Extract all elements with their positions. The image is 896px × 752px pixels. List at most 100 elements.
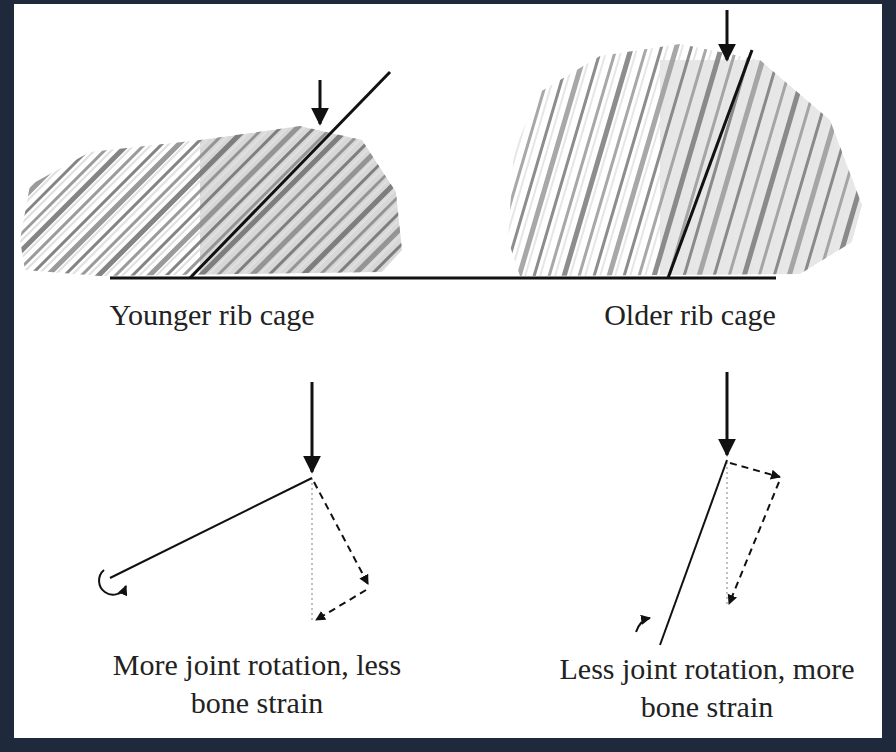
rib-highlight — [227, 110, 407, 290]
rib-highlight — [57, 110, 237, 290]
rib-stroke — [740, 35, 815, 290]
rib-highlight — [566, 35, 641, 290]
rib-highlight — [363, 110, 543, 290]
rib-stroke — [875, 35, 896, 290]
rib-highlight — [0, 110, 84, 290]
rib-stroke — [530, 35, 605, 290]
rib-angle-line — [668, 50, 752, 278]
rib-highlight — [881, 35, 896, 290]
rib-highlight — [521, 35, 596, 290]
rotation-arrow — [636, 618, 650, 632]
rib-stroke — [620, 35, 695, 290]
vertical-reference — [726, 462, 728, 606]
rib-angle-line — [190, 72, 390, 278]
rotation-arrow — [99, 570, 126, 595]
rib-stroke — [305, 110, 485, 290]
rib-highlight — [671, 35, 746, 290]
figure-caption: Older rib cage — [510, 296, 870, 334]
rib-stroke — [288, 110, 468, 290]
white-ground — [14, 4, 882, 738]
rib-highlight — [776, 35, 851, 290]
rib-stroke — [339, 110, 519, 290]
rib-stroke — [635, 35, 710, 290]
rib-stroke — [845, 35, 896, 290]
rib-highlight — [686, 35, 761, 290]
rib-highlight — [746, 35, 821, 290]
rib-highlight — [506, 35, 581, 290]
force-component — [316, 590, 366, 620]
load-arrow — [319, 80, 322, 124]
rib-highlight — [476, 35, 551, 290]
older-rib-cage — [470, 35, 896, 290]
rib-stroke — [800, 35, 875, 290]
load-arrow — [726, 372, 729, 455]
rib-highlight — [611, 35, 686, 290]
mechanism-caption: More joint rotation, less bone strain — [107, 646, 407, 722]
rib-stroke — [470, 35, 545, 290]
rib-highlight — [312, 110, 492, 290]
rib-highlight — [23, 110, 203, 290]
rib-highlight — [836, 35, 896, 290]
vertical-reference — [311, 478, 313, 622]
rib-highlight — [159, 110, 339, 290]
rib-stroke — [575, 35, 650, 290]
rib-stroke — [590, 35, 665, 290]
rib-stroke — [560, 35, 635, 290]
rib-stroke — [725, 35, 800, 290]
rib-highlight — [278, 110, 458, 290]
rib-stroke — [515, 35, 590, 290]
rib-lever — [660, 460, 727, 645]
rib-highlight — [806, 35, 881, 290]
rib-stroke — [254, 110, 434, 290]
rib-highlight — [108, 110, 288, 290]
figure-caption: Younger rib cage — [32, 296, 392, 334]
rib-highlight — [329, 110, 509, 290]
rib-highlight — [491, 35, 566, 290]
rib-stroke — [271, 110, 451, 290]
younger-rib-cage — [0, 110, 611, 290]
rib-highlight — [701, 35, 776, 290]
rib-stroke — [695, 35, 770, 290]
rib-highlight — [656, 35, 731, 290]
rib-highlight — [244, 110, 424, 290]
rib-stroke — [500, 35, 575, 290]
rib-highlight — [91, 110, 271, 290]
rib-stroke — [815, 35, 890, 290]
rib-stroke — [755, 35, 830, 290]
rib-lever — [110, 478, 312, 578]
rib-highlight — [716, 35, 791, 290]
rib-stroke — [860, 35, 896, 290]
mechanism-caption: Less joint rotation, more bone strain — [557, 650, 857, 726]
rib-highlight — [866, 35, 896, 290]
rib-stroke — [710, 35, 785, 290]
load-arrow — [311, 382, 314, 472]
label-holder: Younger rib cage — [32, 296, 392, 334]
rib-stroke — [650, 35, 725, 290]
rib-highlight — [193, 110, 373, 290]
force-component — [729, 482, 779, 604]
rib-highlight — [210, 110, 390, 290]
rib-stroke — [322, 110, 502, 290]
rib-highlight — [851, 35, 896, 290]
rib-stroke — [830, 35, 896, 290]
rib-highlight — [626, 35, 701, 290]
label-holder: Older rib cage — [510, 296, 870, 334]
rib-stroke — [605, 35, 680, 290]
rib-highlight — [6, 110, 186, 290]
rib-highlight — [551, 35, 626, 290]
rib-highlight — [581, 35, 656, 290]
rib-stroke — [356, 110, 536, 290]
rib-highlight — [596, 35, 671, 290]
rib-stroke — [545, 35, 620, 290]
load-arrow — [726, 10, 729, 60]
rib-stroke — [770, 35, 845, 290]
force-component — [730, 463, 780, 477]
rib-stroke — [485, 35, 560, 290]
baseline — [110, 277, 776, 280]
rib-highlight — [125, 110, 305, 290]
label-holder: More joint rotation, less bone strain — [107, 646, 407, 722]
rib-stroke — [785, 35, 860, 290]
rib-highlight — [761, 35, 836, 290]
